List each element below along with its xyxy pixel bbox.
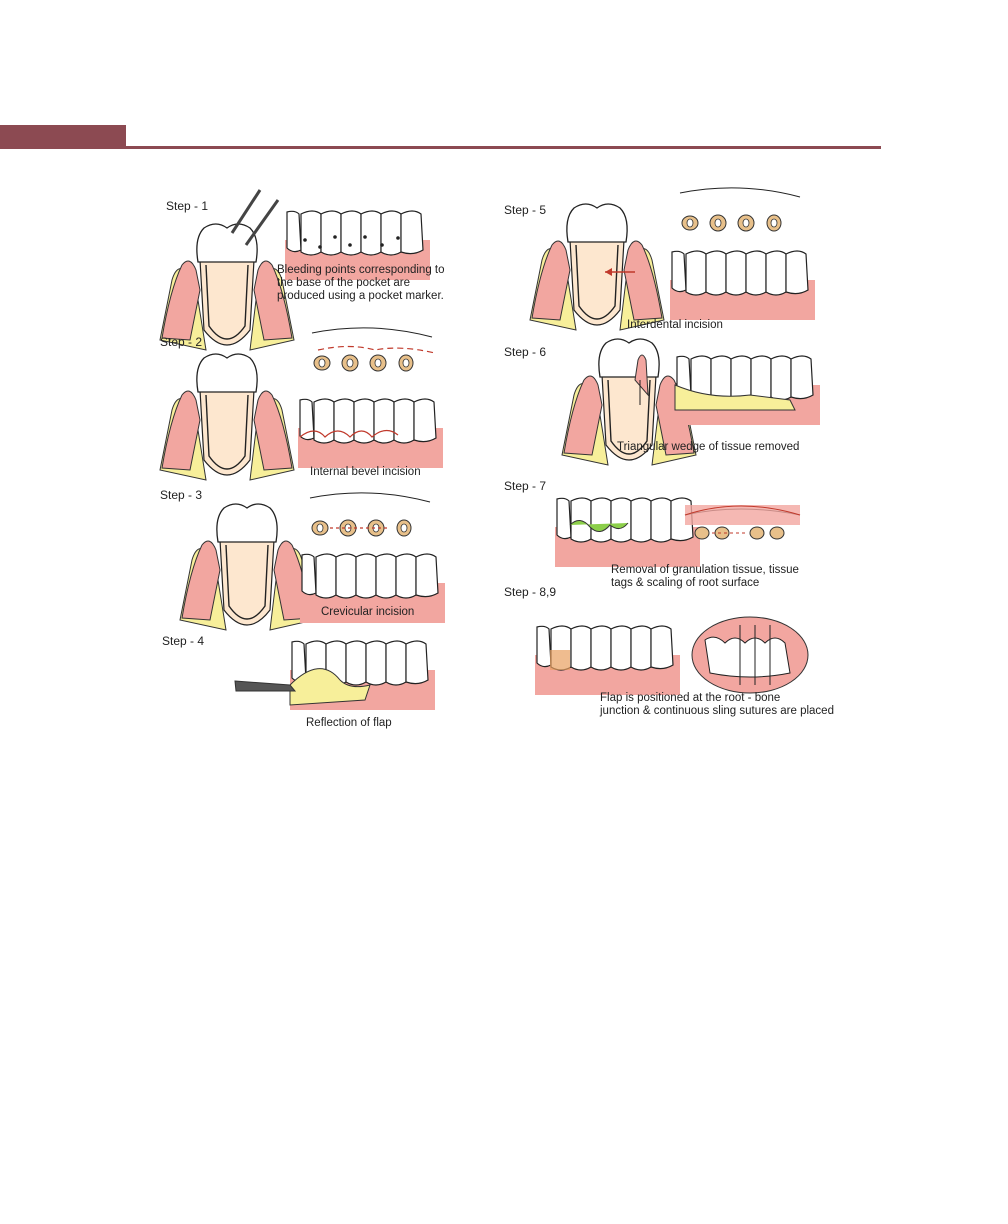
step-6-label: Step - 6: [504, 345, 546, 359]
step-3-caption: Crevicular incision: [321, 606, 414, 619]
step-2-illustration: [160, 328, 443, 480]
step-7-label: Step - 7: [504, 479, 546, 493]
step-3-label: Step - 3: [160, 488, 202, 502]
header-color-block: [0, 125, 126, 149]
step-5-illustration: [530, 188, 815, 330]
step-4-label: Step - 4: [162, 634, 204, 648]
step-1-label: Step - 1: [166, 199, 208, 213]
header-rule: [126, 146, 881, 149]
step-1-caption: Bleeding points corresponding to the bas…: [277, 264, 445, 303]
step-6-caption: Triangular wedge of tissue removed: [617, 441, 799, 454]
figure-illustration: [150, 185, 860, 740]
step-8-9-illustration: [535, 617, 808, 695]
step-8-9-caption: Flap is positioned at the root - bone ju…: [600, 692, 834, 718]
step-5-caption: Interdental incision: [627, 319, 723, 332]
step-4-illustration: [235, 641, 435, 710]
step-5-label: Step - 5: [504, 203, 546, 217]
step-2-label: Step - 2: [160, 335, 202, 349]
flap-surgery-figure: Step - 1 Step - 2 Step - 3 Step - 4 Step…: [150, 185, 860, 740]
step-4-caption: Reflection of flap: [306, 717, 392, 730]
step-2-caption: Internal bevel incision: [310, 466, 421, 479]
step-8-9-label: Step - 8,9: [504, 585, 556, 599]
step-7-caption: Removal of granulation tissue, tissue ta…: [611, 564, 799, 590]
step-7-illustration: [555, 498, 800, 567]
